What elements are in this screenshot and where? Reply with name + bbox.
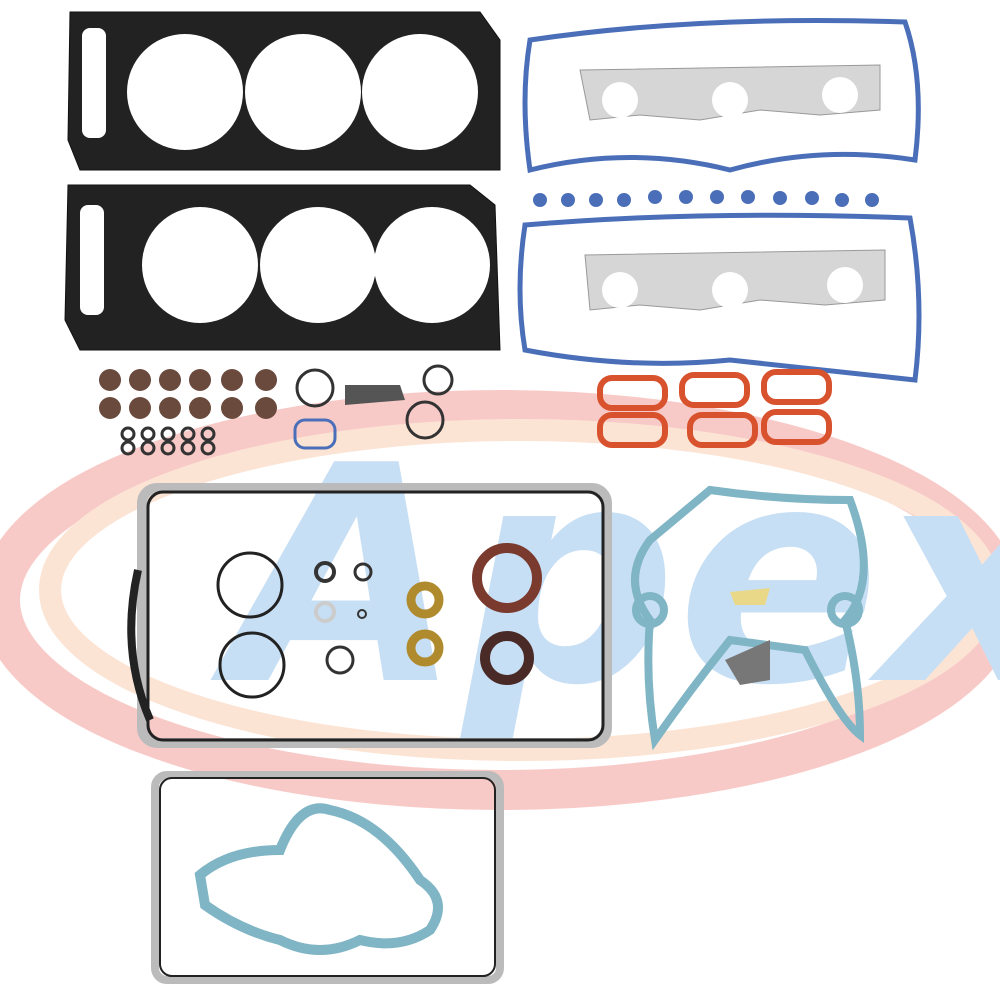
exhaust-manifold-gasket-top: [579, 64, 881, 121]
oil-pan-gasket-upper: [127, 483, 612, 748]
small-o-rings: [120, 364, 454, 456]
blue-seal: [293, 418, 337, 450]
water-pump-gasket: [194, 803, 443, 955]
cylinder-head-gasket-top: [67, 11, 501, 171]
thermostat-gasket: [730, 588, 770, 605]
plate-gasket: [725, 640, 770, 685]
valve-cover-gasket-top: [522, 17, 921, 174]
timing-cover-gasket: [631, 485, 868, 751]
intake-manifold-gaskets: [597, 369, 832, 448]
spark-plug-tube-seals: [533, 190, 879, 207]
watermark-swoosh-orange: [39, 419, 1000, 761]
valve-cover-gasket-bottom: [517, 212, 922, 383]
cylinder-head-gasket-bottom: [64, 184, 501, 351]
valve-stem-seals: [99, 369, 277, 419]
crankshaft-and-misc-seals: [216, 543, 542, 699]
exhaust-manifold-gasket-bottom: [584, 249, 886, 311]
oil-tube-gasket: [345, 385, 405, 405]
oil-pan-gasket-lower: [151, 771, 504, 984]
oil-pan-gasket-lower-inner: [159, 777, 496, 977]
